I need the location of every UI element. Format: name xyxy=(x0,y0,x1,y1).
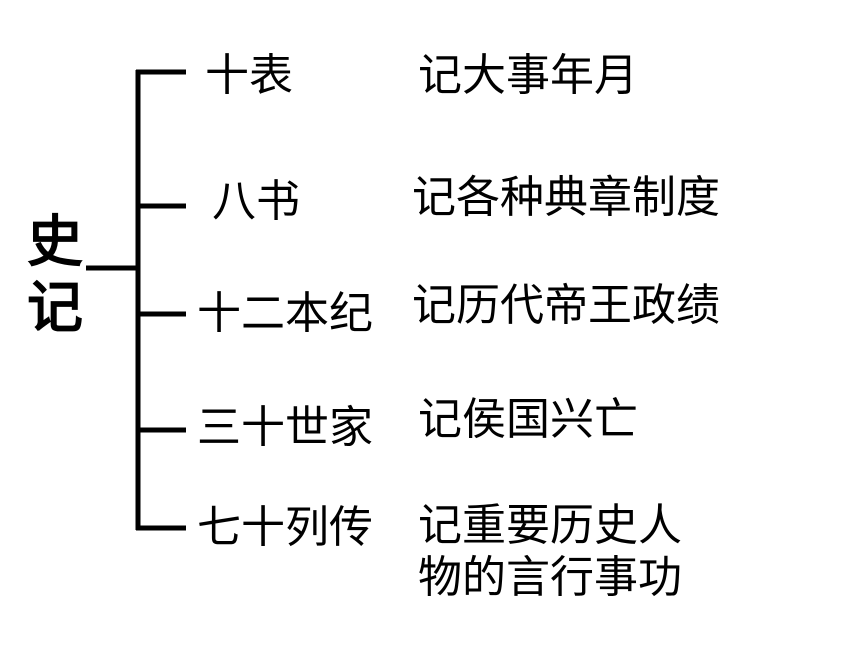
branch-label-2: 八书 xyxy=(212,176,300,227)
branch-description-3: 记历代帝王政绩 xyxy=(412,280,720,331)
branch-description-4: 记侯国兴亡 xyxy=(418,394,638,445)
branch-description-1: 记大事年月 xyxy=(418,50,638,101)
branch-label-3: 十二本纪 xyxy=(197,288,373,339)
branch-description-5: 记重要历史人 物的言行事功 xyxy=(418,500,682,603)
root-title-line-2: 记 xyxy=(27,276,83,341)
branch-label-1: 十表 xyxy=(205,50,293,101)
branch-description-2: 记各种典章制度 xyxy=(412,172,720,223)
root-title-line-1: 史 xyxy=(27,210,83,275)
root-title: 史 记 xyxy=(20,210,90,342)
branch-label-4: 三十世家 xyxy=(197,402,373,453)
branch-label-5: 七十列传 xyxy=(197,502,373,553)
